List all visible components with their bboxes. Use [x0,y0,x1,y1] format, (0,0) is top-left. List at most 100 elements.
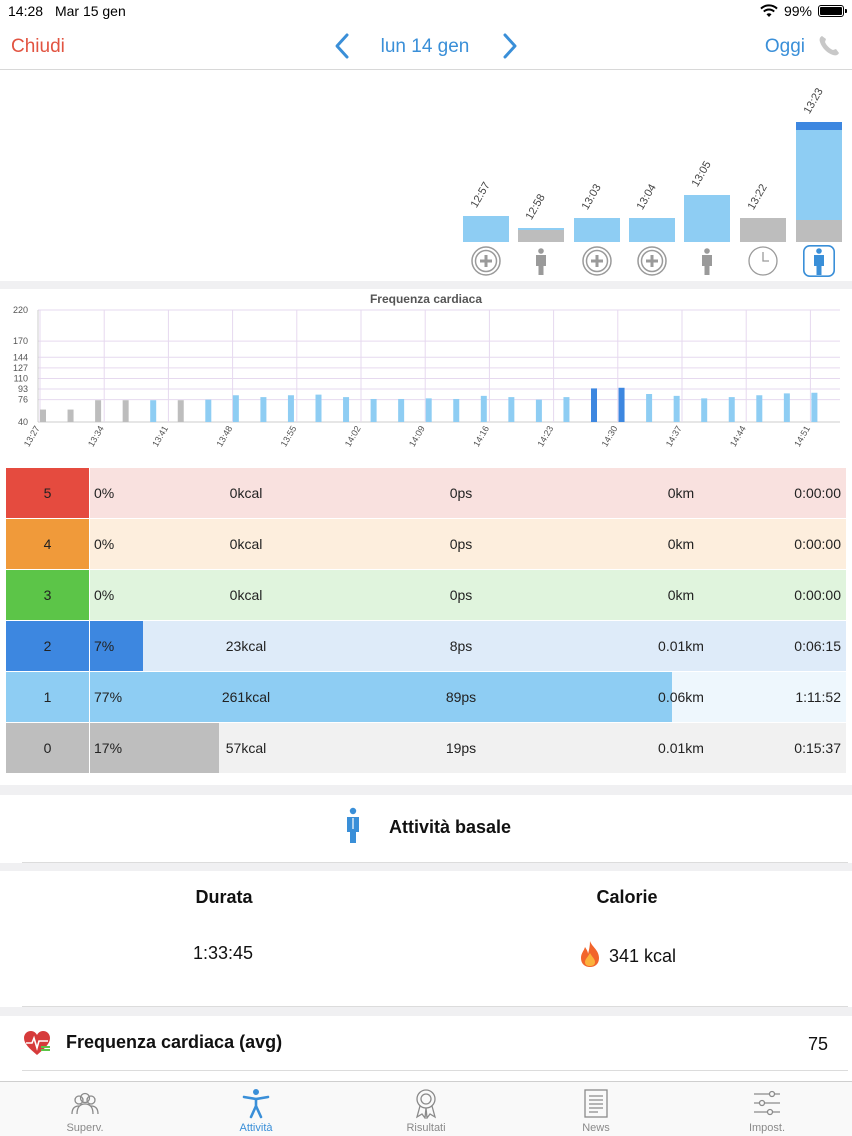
divider [22,862,848,863]
session-bar [629,218,675,242]
chevron-left-icon[interactable] [330,32,354,60]
chart-title: Frequenza cardiaca [370,292,482,306]
tab-risultati[interactable]: Risultati [366,1082,486,1136]
heart-rate-bar [150,400,157,422]
heart-rate-bar [673,395,680,422]
phone-icon[interactable] [817,34,841,58]
zone-row-bg [90,570,846,620]
zone-row-bg [90,621,846,671]
zone-duration: 0:00:00 [794,587,841,603]
zone-progress-bar [90,672,673,722]
heart-rate-bar [370,398,377,422]
section-divider [0,281,852,289]
session-time: 13:23 [801,86,826,116]
session-bar-rest [740,218,786,242]
date-navigator: lun 14 gen [330,30,520,60]
zone-percent: 17% [94,740,123,756]
session-item[interactable]: 13:05 [684,71,730,281]
zone-steps: 8ps [449,638,473,654]
heart-rate-bar [343,397,350,422]
heart-rate-bar [728,397,735,422]
heart-rate-avg-value: 75 [807,1034,828,1054]
current-date[interactable]: lun 14 gen [380,36,470,57]
zone-calories: 261kcal [221,689,271,705]
heart-rate-bar [756,395,763,422]
y-tick-label: 170 [13,336,28,346]
zone-number: 2 [6,621,89,671]
y-tick-label: 93 [18,384,28,394]
y-tick-label: 220 [13,305,28,315]
zone-number: 5 [6,468,89,518]
zone-number: 3 [6,570,89,620]
person-icon [242,1089,270,1119]
person-standing-icon [536,248,546,275]
heart-rate-bar [480,395,487,422]
zone-duration: 0:00:00 [794,485,841,501]
status-right: 99% [760,3,847,19]
heart-rate-bar [535,399,542,422]
person-standing-icon [347,807,359,843]
session-item[interactable]: 13:23 [796,71,842,281]
x-tick-label: 14:23 [535,424,555,449]
zone-steps: 0ps [449,587,473,603]
x-tick-label: 14:16 [471,424,491,449]
x-tick-label: 14:51 [792,424,812,449]
session-item[interactable]: 13:22 [740,71,786,281]
nav-bar: Chiudi lun 14 gen Oggi [0,22,852,70]
heart-rate-bar [453,398,460,422]
section-divider [0,785,852,795]
zone-percent: 0% [94,485,115,501]
zone-row-bg [90,519,846,569]
activity-header: Attività basale [0,795,852,861]
zone-row-bg [90,468,846,518]
zone-percent: 77% [94,689,123,705]
tab-impost[interactable]: Impost. [707,1082,827,1136]
zone-percent: 7% [94,638,115,654]
session-item[interactable]: 12:57 [463,71,509,281]
heart-rate-bar [425,398,432,422]
y-tick-label: 144 [13,352,28,362]
session-time: 13:05 [689,159,714,189]
heart-rate-bar [701,398,708,422]
plus-circle-icon [582,246,612,276]
tab-attivita[interactable]: Attività [196,1082,316,1136]
tab-bar: Superv. Attività Risultati News Impo [0,1081,852,1136]
x-tick-label: 14:09 [407,424,427,449]
zone-distance: 0km [667,536,695,552]
tab-superv[interactable]: Superv. [25,1082,145,1136]
award-icon [415,1089,437,1119]
zone-calories: 23kcal [225,638,267,654]
zone-calories: 0kcal [229,587,263,603]
heart-rate-bar [177,400,184,422]
close-button[interactable]: Chiudi [11,36,65,57]
session-time: 13:03 [579,182,604,212]
heart-rate-chart: Frequenza cardiaca4076931101271441702201… [13,292,840,449]
zone-distance: 0.06km [658,689,704,705]
person-standing-icon [803,245,835,277]
session-item[interactable]: 13:03 [574,71,620,281]
heart-rate-bar [811,392,818,422]
x-tick-label: 13:34 [86,424,106,449]
chevron-right-icon[interactable] [498,32,522,60]
x-tick-label: 13:41 [150,424,170,449]
session-item[interactable]: 12:58 [518,71,564,281]
zone-calories: 57kcal [225,740,267,756]
session-item[interactable]: 13:04 [629,71,675,281]
zone-distance: 0km [667,587,695,603]
tab-label: Superv. [66,1122,104,1134]
today-button[interactable]: Oggi [764,36,805,57]
heart-rate-bar [618,387,625,422]
duration-value: 1:33:45 [193,943,254,963]
heart-rate-bar [205,399,212,422]
tab-news[interactable]: News [536,1082,656,1136]
session-time: 12:57 [468,180,493,210]
activity-title: Attività basale [389,817,512,837]
plus-circle-icon [637,246,667,276]
zone-duration: 1:11:52 [795,689,841,705]
